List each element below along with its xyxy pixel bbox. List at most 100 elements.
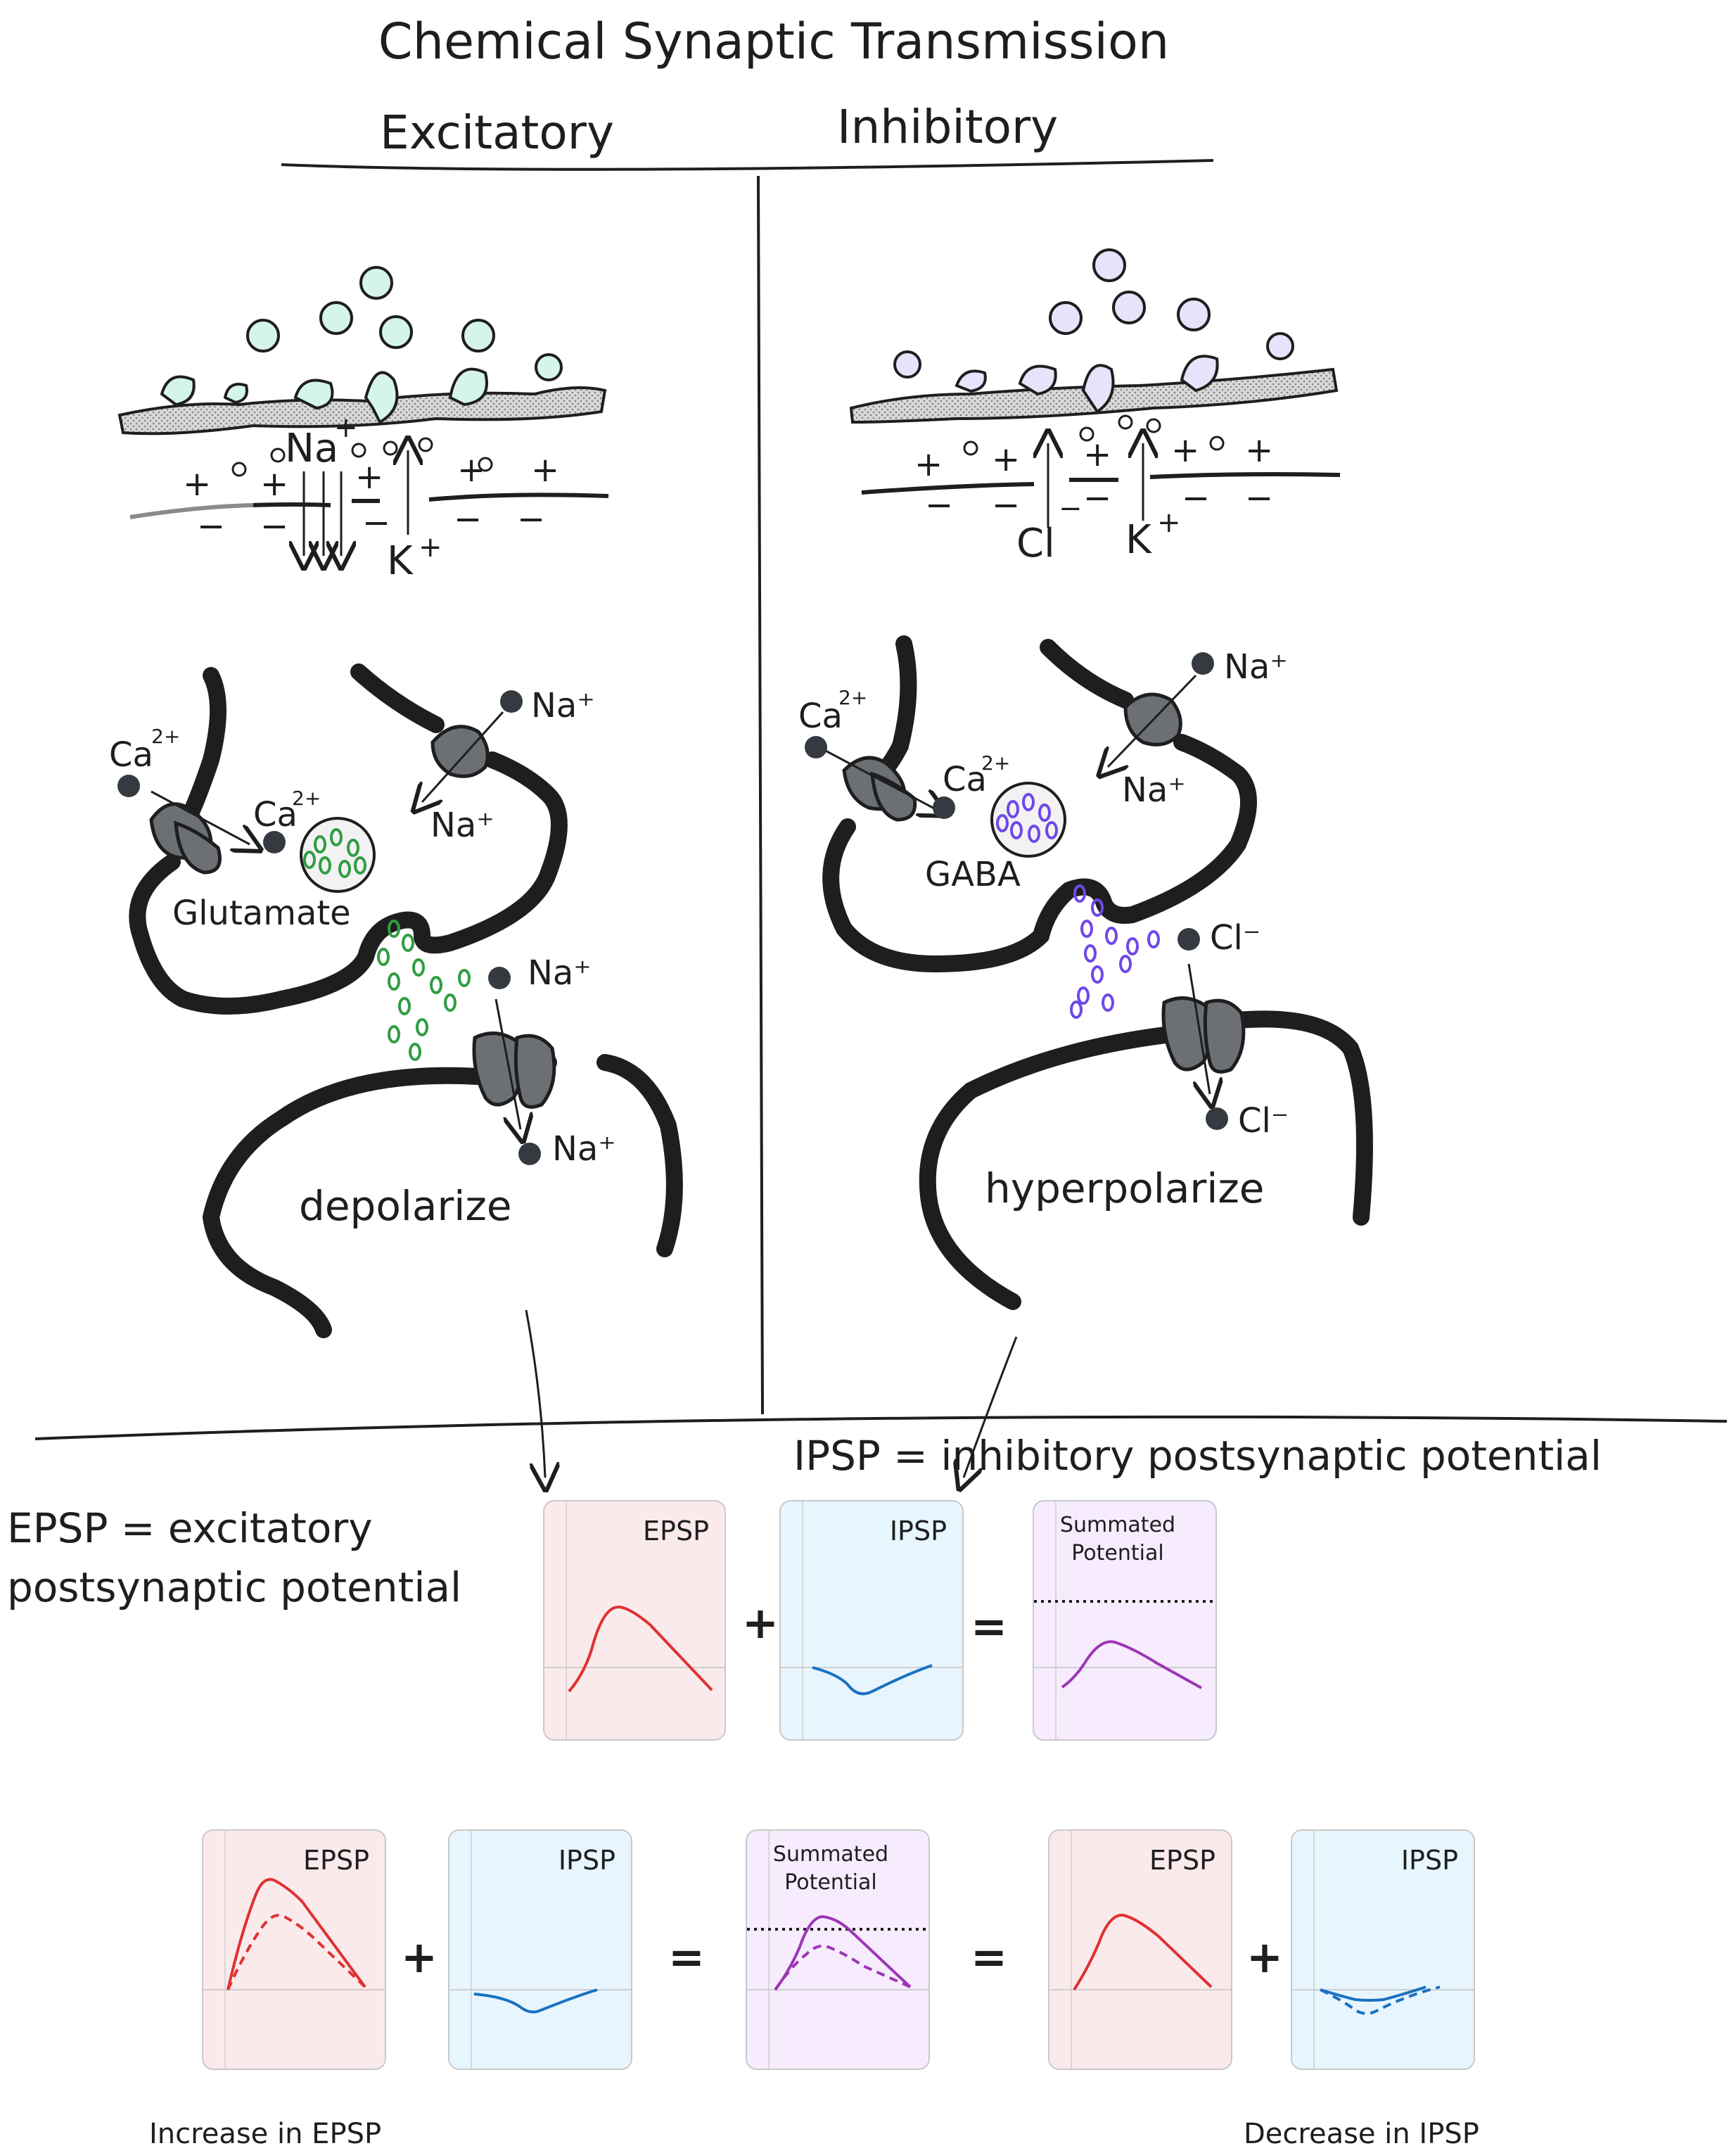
inhibitory-synapse (822, 635, 1373, 1310)
charge-minus: − (362, 503, 391, 542)
cl-label: Cl⁻ (1210, 918, 1261, 958)
summated-panel: Summated Potential (1033, 1500, 1217, 1741)
na-label: Na⁺ (552, 1129, 616, 1169)
inhibitory-heading: Inhibitory (837, 100, 1059, 154)
inhibitory-ion-arrows (822, 674, 1210, 1478)
na-label: Na⁺ (1224, 647, 1288, 687)
equals-operator: = (971, 1601, 1007, 1652)
summated-panel-row2: Summated Potential (746, 1829, 930, 2070)
excitatory-ion-dots (117, 690, 541, 1165)
ipsp-panel-title: IPSP (1400, 1845, 1458, 1876)
cl-charge-membrane: − (1059, 493, 1083, 525)
plus-operator: + (742, 1597, 779, 1649)
ipsp-panel-title: IPSP (558, 1845, 615, 1876)
epsp-definition-line2: postsynaptic potential (7, 1563, 462, 1611)
epsp-panel: EPSP (543, 1500, 726, 1741)
na-label: Na⁺ (528, 953, 592, 993)
ca-charge: 2+ (838, 686, 868, 709)
equals-operator: = (971, 1931, 1007, 1983)
glutamate-molecules (303, 828, 471, 1061)
column-divider (757, 175, 764, 1415)
na-label: Na⁺ (1122, 770, 1186, 810)
charge-plus: + (914, 445, 943, 484)
epsp-panel-title: EPSP (303, 1845, 369, 1876)
na-label: Na⁺ (430, 806, 494, 845)
ca-label: Ca (798, 697, 843, 736)
depolarize-label: depolarize (299, 1182, 512, 1230)
k-charge-membrane-inh: + (1157, 507, 1181, 539)
charge-plus: + (531, 450, 560, 490)
epsp-definition-line1: EPSP = excitatory (7, 1504, 373, 1552)
charge-minus: − (260, 507, 289, 546)
bottom-divider (34, 1415, 1728, 1440)
decrease-ipsp-caption: Decrease in IPSP (1244, 2118, 1479, 2150)
ca-charge: 2+ (292, 787, 321, 810)
ipsp-panel-row2: IPSP (448, 1829, 632, 2070)
summated-row2-curve (747, 1914, 928, 1991)
charge-minus: − (517, 500, 546, 539)
epsp-curve (544, 1605, 725, 1693)
ipsp-definition: IPSP = inhibitory postsynaptic potential (793, 1432, 1602, 1480)
summated-panel-title: Summated Potential (772, 1842, 889, 1895)
equals-operator: = (668, 1931, 705, 1983)
na-label-membrane: Na (285, 426, 339, 471)
charge-minus: − (992, 485, 1021, 525)
charge-plus: + (355, 457, 384, 497)
charge-plus: + (1171, 431, 1200, 470)
charge-plus: + (183, 464, 212, 504)
epsp-panel-title: EPSP (643, 1516, 709, 1547)
cl-label: Cl⁻ (1238, 1101, 1289, 1141)
ca-label: Ca (109, 735, 153, 775)
ca-label: Ca (253, 795, 298, 834)
plus-operator: + (1246, 1931, 1283, 1983)
hyperpolarize-label: hyperpolarize (985, 1164, 1265, 1212)
gaba-label: GABA (925, 855, 1021, 894)
gaba-molecules (996, 793, 1160, 1019)
ca-label: Ca (943, 760, 987, 799)
ca-charge: 2+ (151, 725, 181, 748)
na-charge-membrane: + (334, 412, 358, 444)
header-line (281, 159, 1214, 171)
inhibitory-channels (842, 692, 1246, 1074)
charge-minus: − (1245, 478, 1274, 518)
inhibitory-ion-dots (805, 652, 1228, 1130)
epsp-panel-title: EPSP (1149, 1845, 1215, 1876)
epsp-panel-row2-right: EPSP (1048, 1829, 1232, 2070)
excitatory-membrane (117, 266, 609, 556)
charge-minus: − (1182, 478, 1211, 518)
increase-epsp-caption: Increase in EPSP (149, 2118, 382, 2150)
charge-minus: − (454, 500, 483, 539)
epsp-panel-increased: EPSP (202, 1829, 386, 2070)
ipsp-panel: IPSP (779, 1500, 964, 1741)
ipsp-row2-curve (449, 1988, 631, 2014)
epsp-definition: EPSP = excitatory postsynaptic potential (7, 1499, 461, 1617)
inhibitory-membrane (849, 248, 1341, 528)
charge-minus: − (197, 507, 226, 546)
charge-plus: + (260, 464, 289, 504)
excitatory-synapse (129, 663, 683, 1338)
summated-curve (1034, 1600, 1215, 1689)
plus-operator: + (401, 1931, 438, 1983)
ipsp-panel-title: IPSP (889, 1516, 947, 1547)
k-label-membrane-inh: K (1125, 517, 1151, 563)
cl-label-membrane: Cl (1016, 521, 1055, 566)
page-title: Chemical Synaptic Transmission (378, 13, 1170, 70)
epsp-row2-right-curve (1049, 1913, 1231, 1991)
excitatory-ion-arrows (151, 711, 545, 1478)
ca-charge: 2+ (981, 751, 1011, 775)
ipsp-curve (781, 1664, 962, 1696)
epsp-increased-curve (203, 1878, 385, 1990)
charge-plus: + (1083, 435, 1112, 474)
charge-minus: − (925, 485, 954, 525)
k-charge-membrane: + (419, 531, 442, 564)
k-label-membrane: K (387, 538, 413, 584)
summated-panel-title: Summated Potential (1059, 1513, 1176, 1565)
excitatory-channels (149, 725, 556, 1109)
glutamate-label: Glutamate (172, 894, 351, 933)
na-label: Na⁺ (531, 686, 595, 725)
ipsp-panel-decreased: IPSP (1291, 1829, 1475, 2070)
excitatory-heading: Excitatory (380, 106, 614, 160)
charge-plus: + (457, 450, 486, 490)
ipsp-decreased-curve (1292, 1986, 1474, 2015)
